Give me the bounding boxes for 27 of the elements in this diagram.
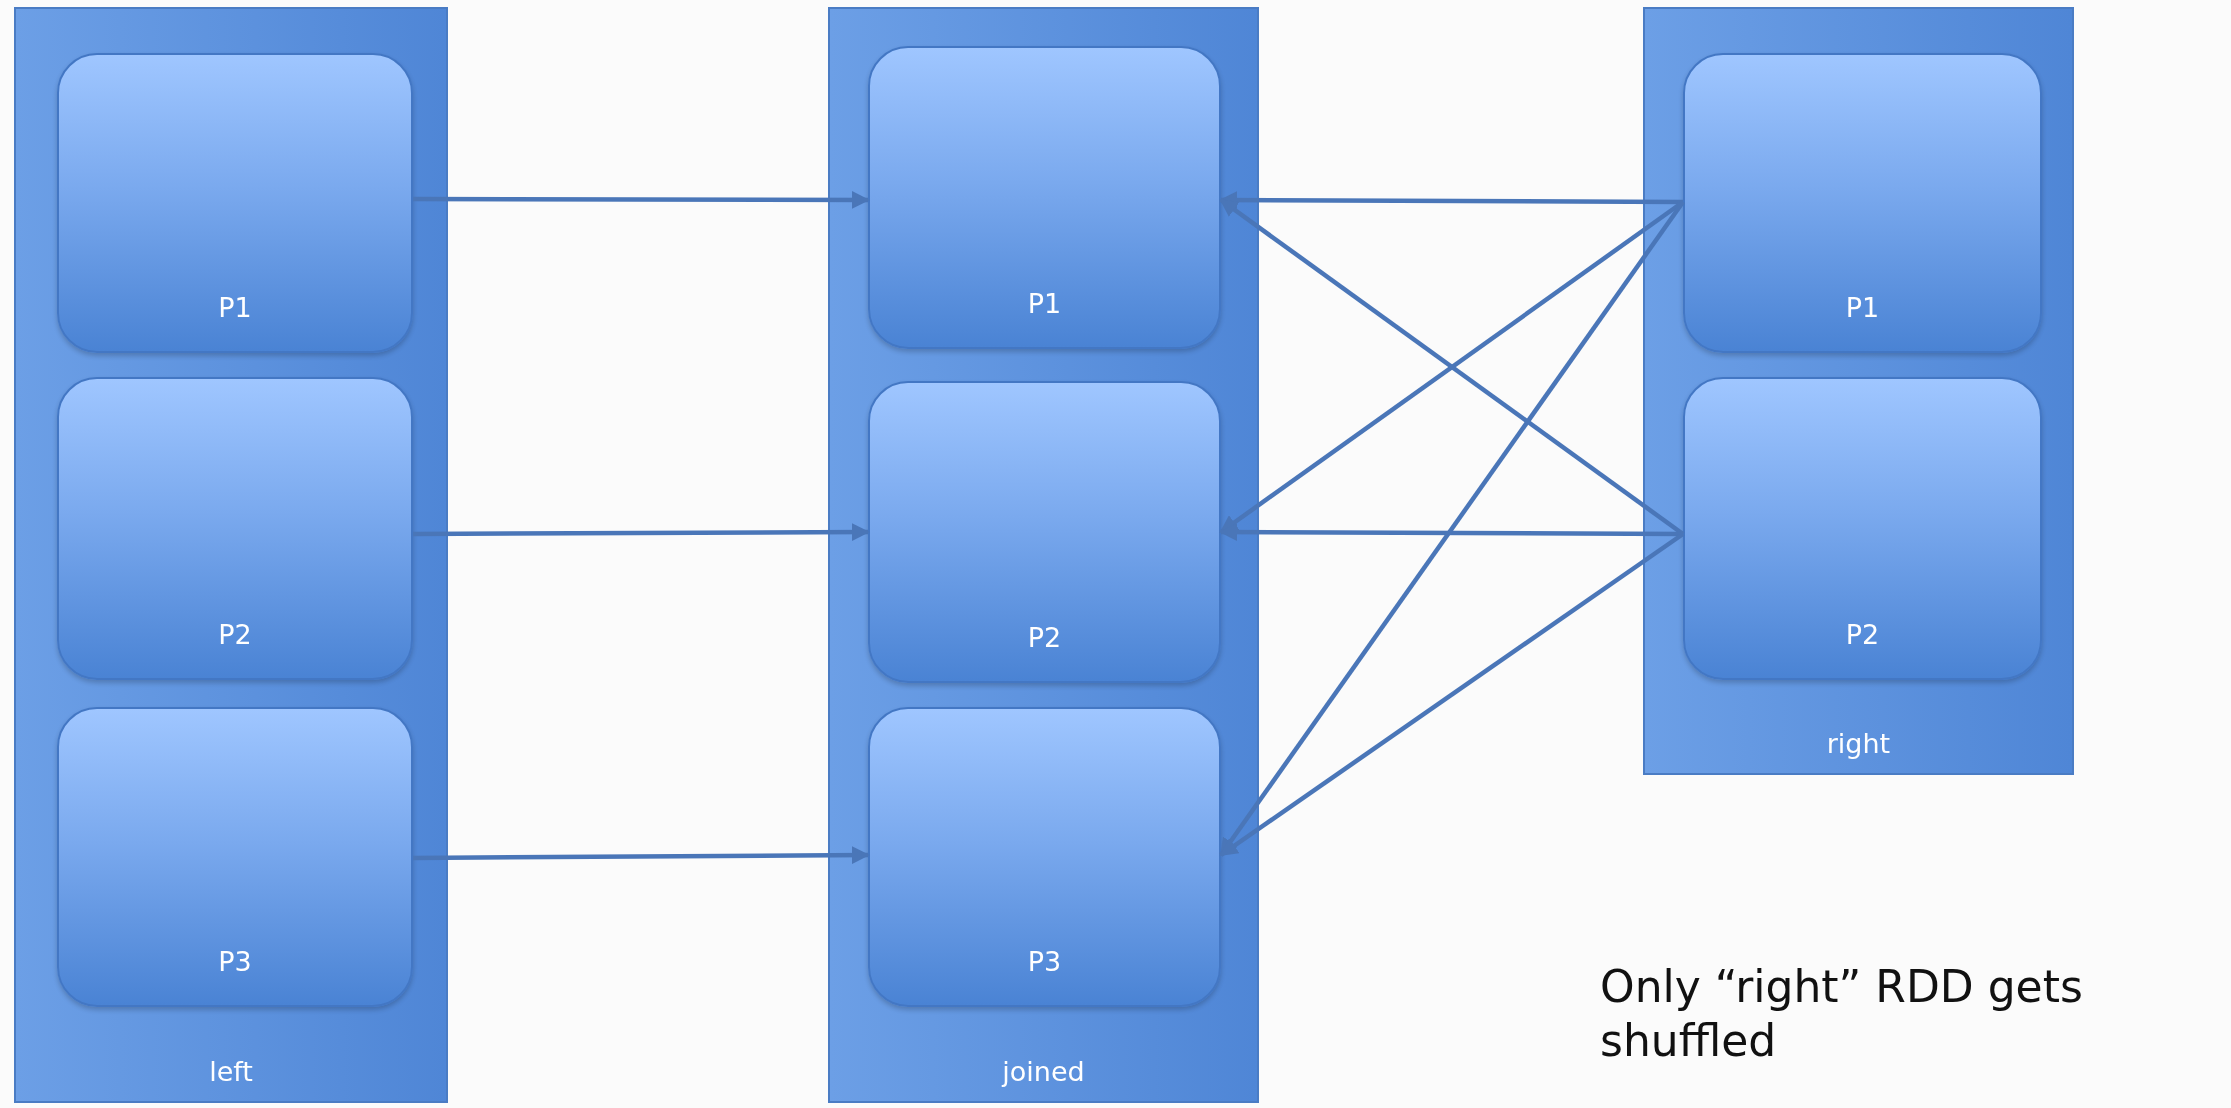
rdd-label: joined bbox=[1000, 1056, 1086, 1087]
partition-box bbox=[57, 377, 413, 680]
partition-box bbox=[868, 707, 1221, 1007]
partition-box bbox=[1683, 53, 2042, 353]
partition-label: P2 bbox=[1844, 619, 1881, 650]
rdd-column bbox=[828, 7, 1259, 1103]
partition-label: P3 bbox=[1026, 946, 1063, 977]
partition-label: P2 bbox=[1026, 622, 1063, 653]
partition-label: P1 bbox=[1844, 292, 1881, 323]
partition-label: P1 bbox=[217, 292, 253, 323]
partition-label: P3 bbox=[217, 946, 253, 977]
rdd-label: left bbox=[208, 1056, 254, 1087]
partition-box bbox=[868, 46, 1221, 349]
partition-label: P2 bbox=[217, 619, 253, 650]
arrow bbox=[413, 523, 870, 542]
arrow bbox=[413, 846, 870, 865]
arrow bbox=[1219, 191, 1683, 210]
note-text: Only “right” RDD gets shuffled bbox=[1600, 960, 2084, 1068]
partition-label: P1 bbox=[1026, 288, 1063, 319]
partition-box bbox=[57, 53, 413, 353]
partition-box bbox=[868, 381, 1221, 683]
rdd-column bbox=[14, 7, 448, 1103]
rdd-column bbox=[1643, 7, 2074, 775]
rdd-label: right bbox=[1825, 728, 1892, 759]
partition-box bbox=[57, 707, 413, 1007]
partition-box bbox=[1683, 377, 2042, 680]
arrow bbox=[413, 190, 870, 209]
